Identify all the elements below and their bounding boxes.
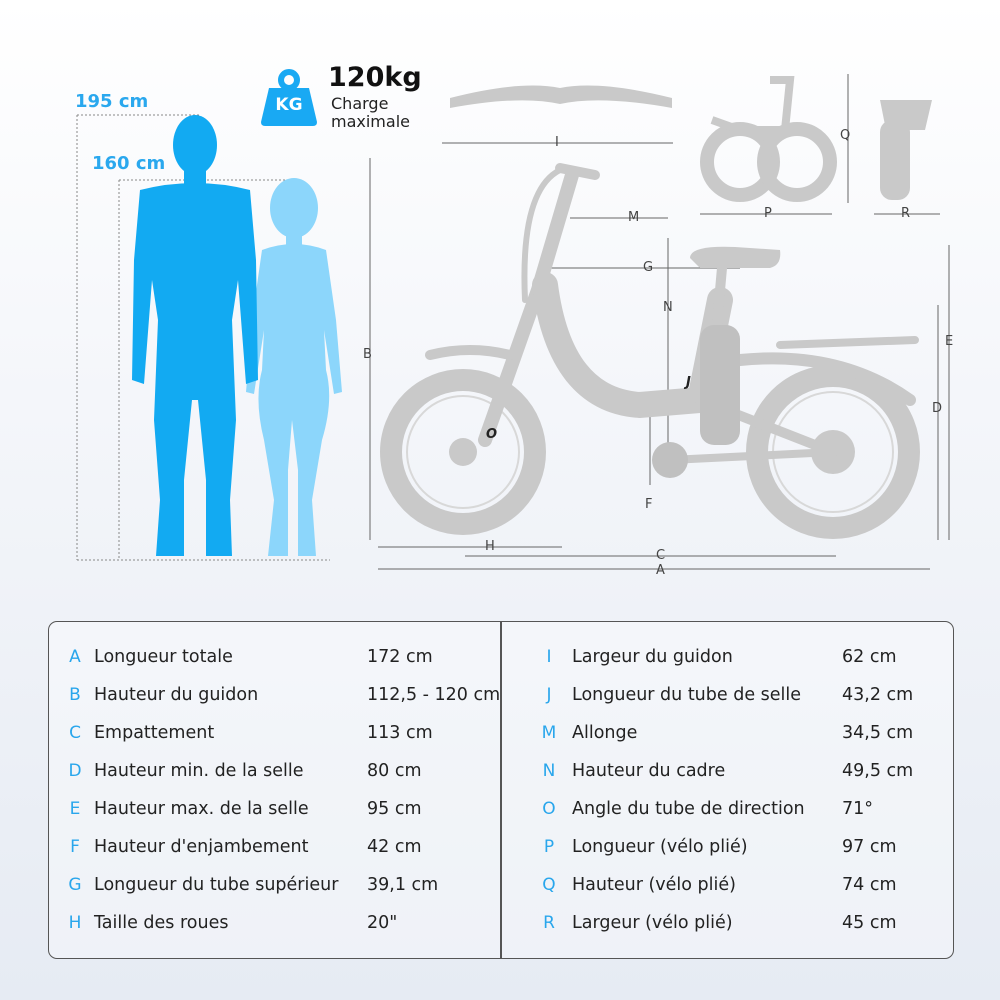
spec-row: I Largeur du guidon 62 cm (49, 642, 953, 672)
spec-row: O Angle du tube de direction 71° (49, 794, 953, 824)
spec-value: 112,5 - 120 cm (367, 685, 501, 705)
dim-letter-g: G (643, 260, 654, 275)
bike-drawing (380, 76, 932, 539)
spec-value: 45 cm (842, 913, 897, 933)
dim-letter-i: I (555, 135, 559, 150)
dim-letter-f: F (645, 497, 653, 512)
dim-letter-a: A (656, 563, 665, 578)
spec-letter: D (68, 761, 82, 781)
weight-label-line2: maximale (331, 112, 410, 131)
spec-value: 172 cm (367, 647, 433, 667)
spec-label: Longueur du tube de selle (572, 685, 802, 705)
weight-icon (261, 69, 317, 126)
spec-value: 20" (367, 913, 398, 933)
spec-row: E Hauteur max. de la selle 95 cm (49, 794, 953, 824)
weight-value: 120kg (328, 62, 422, 93)
spec-letter: F (70, 837, 80, 857)
dim-letter-q: Q (840, 128, 851, 143)
spec-row: B Hauteur du guidon 112,5 - 120 cm (49, 680, 953, 710)
spec-label: Longueur (vélo plié) (572, 837, 748, 857)
spec-label: Longueur totale (94, 647, 233, 667)
table-divider (500, 622, 502, 958)
spec-value: 80 cm (367, 761, 422, 781)
spec-letter: P (543, 837, 555, 857)
spec-value: 71° (842, 799, 874, 819)
spec-value: 39,1 cm (367, 875, 439, 895)
spec-letter: E (69, 799, 81, 819)
weight-label: Charge maximale (331, 95, 431, 131)
spec-label: Hauteur d'enjambement (94, 837, 309, 857)
spec-letter: M (541, 723, 557, 743)
weight-icon-text: KG (275, 95, 303, 115)
spec-letter: C (69, 723, 81, 743)
dim-letter-o: O (486, 427, 498, 442)
spec-label: Largeur (vélo plié) (572, 913, 733, 933)
spec-row: C Empattement 113 cm (49, 718, 953, 748)
man-silhouette (132, 115, 258, 556)
dim-letter-e: E (945, 334, 954, 349)
spec-letter: I (546, 647, 552, 667)
spec-row: Q Hauteur (vélo plié) 74 cm (49, 870, 953, 900)
spec-label: Empattement (94, 723, 215, 743)
spec-row: R Largeur (vélo plié) 45 cm (49, 908, 953, 938)
dim-letter-j: J (686, 375, 691, 390)
spec-row: A Longueur totale 172 cm (49, 642, 953, 672)
bike-dimension-lines (369, 74, 950, 570)
spec-label: Taille des roues (94, 913, 229, 933)
spec-label: Longueur du tube supérieur (94, 875, 339, 895)
woman-height-label: 160 cm (92, 153, 166, 174)
spec-letter: B (69, 685, 81, 705)
dim-letter-d: D (932, 401, 943, 416)
spec-value: 113 cm (367, 723, 433, 743)
dim-letter-r: R (901, 206, 911, 221)
spec-letter: R (543, 913, 555, 933)
dim-letter-c: C (656, 548, 666, 563)
spec-letter: J (546, 685, 552, 705)
man-height-label: 195 cm (75, 91, 149, 112)
spec-value: 97 cm (842, 837, 897, 857)
dim-letter-m: M (628, 210, 640, 225)
spec-table: A Longueur totale 172 cm B Hauteur du guidon… (48, 621, 954, 959)
dim-letter-n: N (663, 300, 673, 315)
spec-label: Hauteur (vélo plié) (572, 875, 736, 895)
spec-letter: G (68, 875, 82, 895)
spec-label: Hauteur du guidon (94, 685, 259, 705)
spec-value: 49,5 cm (842, 761, 914, 781)
spec-row: M Allonge 34,5 cm (49, 718, 953, 748)
spec-row: G Longueur du tube supérieur 39,1 cm (49, 870, 953, 900)
illustration (76, 74, 950, 570)
spec-letter: N (542, 761, 556, 781)
spec-label: Angle du tube de direction (572, 799, 805, 819)
spec-value: 95 cm (367, 799, 422, 819)
spec-value: 43,2 cm (842, 685, 914, 705)
spec-row: J Longueur du tube de selle 43,2 cm (49, 680, 953, 710)
spec-value: 42 cm (367, 837, 422, 857)
spec-label: Hauteur max. de la selle (94, 799, 309, 819)
spec-value: 74 cm (842, 875, 897, 895)
spec-letter: Q (542, 875, 556, 895)
spec-letter: O (542, 799, 556, 819)
spec-value: 34,5 cm (842, 723, 914, 743)
spec-letter: A (69, 647, 81, 667)
spec-row: P Longueur (vélo plié) 97 cm (49, 832, 953, 862)
weight-label-line1: Charge (331, 94, 389, 113)
spec-row: F Hauteur d'enjambement 42 cm (49, 832, 953, 862)
spec-row: N Hauteur du cadre 49,5 cm (49, 756, 953, 786)
spec-label: Allonge (572, 723, 638, 743)
spec-label: Largeur du guidon (572, 647, 733, 667)
dim-letter-p: P (764, 206, 772, 221)
dim-letter-h: H (485, 539, 495, 554)
spec-row: H Taille des roues 20" (49, 908, 953, 938)
woman-silhouette (246, 178, 342, 556)
spec-letter: H (68, 913, 82, 933)
spec-label: Hauteur min. de la selle (94, 761, 304, 781)
spec-value: 62 cm (842, 647, 897, 667)
spec-row: D Hauteur min. de la selle 80 cm (49, 756, 953, 786)
spec-label: Hauteur du cadre (572, 761, 726, 781)
dim-letter-b: B (363, 347, 372, 362)
